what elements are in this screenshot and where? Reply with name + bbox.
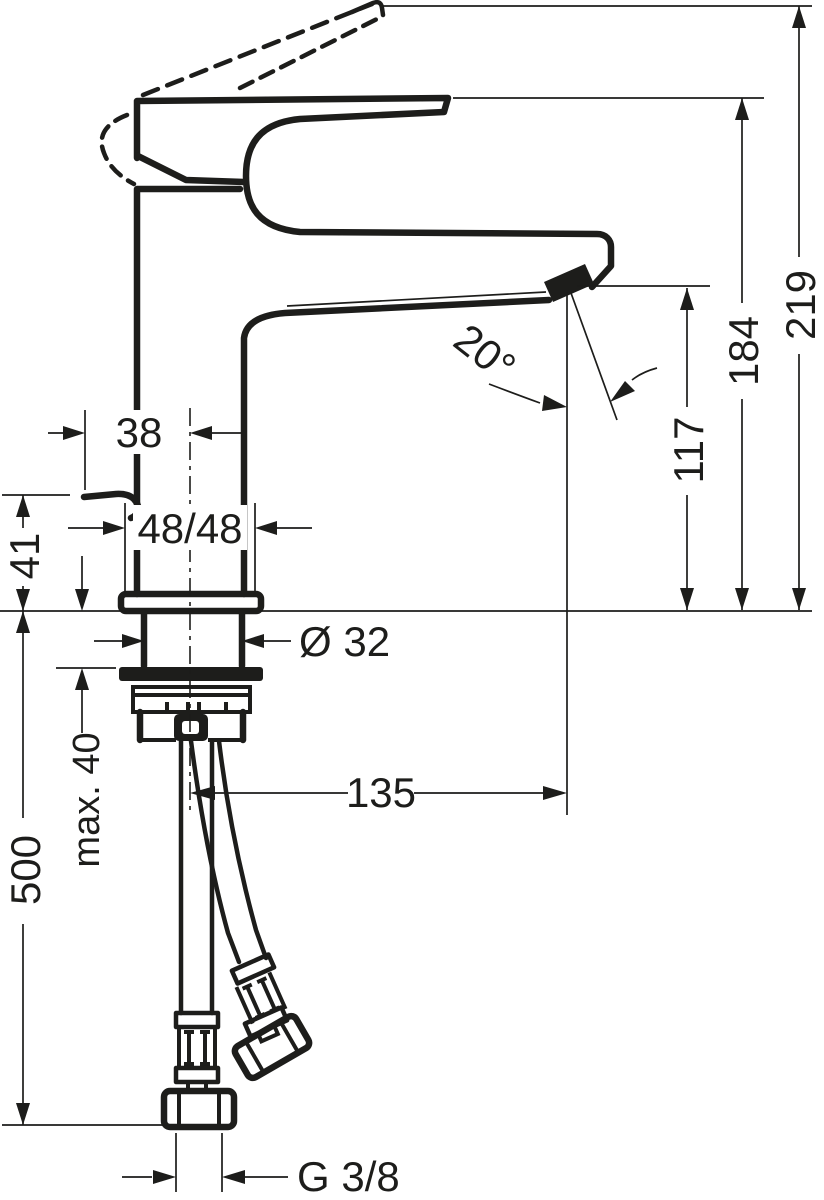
popup-rod-hook [80, 490, 142, 522]
spout-underside-and-body-right-wall [240, 296, 553, 598]
dim-dia32-arrow-right [242, 634, 264, 648]
vertical-hose-braid-walls [177, 1027, 217, 1068]
dim-48-arrow-left [103, 521, 125, 535]
mounting-nut-body [131, 685, 252, 714]
dim-38-arrow-left [63, 426, 85, 440]
dim-max40-arrow-bottom [75, 668, 89, 690]
diagonal-hose-braid [234, 971, 288, 1025]
dim-label-spout-angle: 20° [445, 315, 524, 391]
dimension-48-48 [68, 503, 312, 594]
diagonal-hose-right-wall [216, 738, 269, 961]
dim-184-arrow-bottom [735, 588, 749, 610]
dim-219-arrow-bottom [792, 588, 806, 610]
dim-max40-arrow-top [75, 589, 89, 611]
dim-dia32-arrow-left [122, 634, 144, 648]
dim-label-outlet-height: 117 [665, 417, 712, 484]
dim-label-handle-offset: 38 [116, 409, 163, 456]
dim-g38-arrow-left [153, 1170, 176, 1184]
dimension-max-40 [56, 556, 116, 733]
dimension-135 [190, 292, 568, 815]
vertical-hose-nut-facets [177, 1093, 221, 1125]
angle-leader-left [488, 383, 541, 404]
dim-label-base-size: 48/48 [137, 505, 242, 552]
dim-g38-extension-lines [175, 1133, 223, 1192]
angle-arrow-right [610, 381, 635, 402]
supply-hoses [160, 738, 313, 1131]
handle-lever-and-spout-top-outline [133, 94, 615, 291]
vertical-hose-collar-top [173, 1010, 221, 1030]
dim-g38-arrow-right [222, 1170, 245, 1184]
phantom-handle-back-outline [99, 112, 137, 187]
vertical-hose-hex-nut [160, 1087, 238, 1131]
dim-48-extension-lines [124, 503, 256, 594]
dim-219-arrow-top [792, 6, 806, 28]
vertical-hose-collar-bottom [173, 1065, 221, 1085]
dim-label-rod-height: 41 [1, 533, 48, 580]
dim-label-shank-diameter: Ø 32 [299, 618, 390, 665]
dimension-angle-20 [488, 292, 658, 421]
diagonal-hose-hex-nut [231, 1012, 313, 1082]
mounting-washer [119, 667, 263, 681]
dimension-dia-32 [94, 634, 291, 648]
dim-184-arrow-top [735, 98, 749, 120]
spout-axis-line [570, 292, 618, 421]
raised-handle-phantom [99, 0, 386, 187]
phantom-handle-tip [349, 0, 386, 18]
label-masks [0, 257, 821, 924]
phantom-handle-bottom-line [237, 14, 384, 91]
nut-skirt-walls [136, 708, 247, 744]
dimension-g38 [122, 1133, 288, 1192]
mounting-hardware [119, 609, 263, 744]
angle-leader-right [631, 367, 658, 381]
dim-label-overall-height: 219 [777, 270, 824, 340]
diagonal-hose-left-wall [188, 738, 242, 965]
dim-label-max-mounting-thickness: max. 40 [66, 732, 108, 867]
diagonal-hose-collar-top [229, 952, 277, 986]
dim-label-outlet-projection: 135 [346, 769, 416, 816]
dim-41-arrow-top [16, 495, 30, 517]
mounting-nut-slots [165, 702, 228, 711]
dimension-38 [48, 410, 242, 490]
phantom-handle-top-line [140, 1, 375, 98]
base-plate [117, 590, 265, 615]
dim-48-arrow-right [255, 521, 277, 535]
dim-117-arrow-bottom [680, 588, 694, 610]
dim-135-arrow-left [190, 786, 215, 800]
dim-41-arrow-bottom [16, 589, 30, 611]
vertical-hose-braid-pattern [184, 1030, 210, 1066]
dim-label-hose-length: 500 [2, 835, 49, 905]
spout-underside-inner-line [286, 291, 547, 307]
dim-135-arrow-right [543, 786, 567, 800]
dim-38-arrow-right [190, 426, 212, 440]
aerator-outlet [544, 264, 594, 302]
dim-label-supply-thread: G 3/8 [297, 1153, 400, 1200]
dim-117-arrow-top [680, 288, 694, 310]
dim-label-handle-height: 184 [720, 316, 767, 386]
lever-underside-back-edge [134, 152, 248, 186]
dim-500-arrow-bottom [16, 1103, 30, 1125]
dim-500-arrow-top [16, 611, 30, 633]
angle-arrow-left [542, 395, 567, 411]
